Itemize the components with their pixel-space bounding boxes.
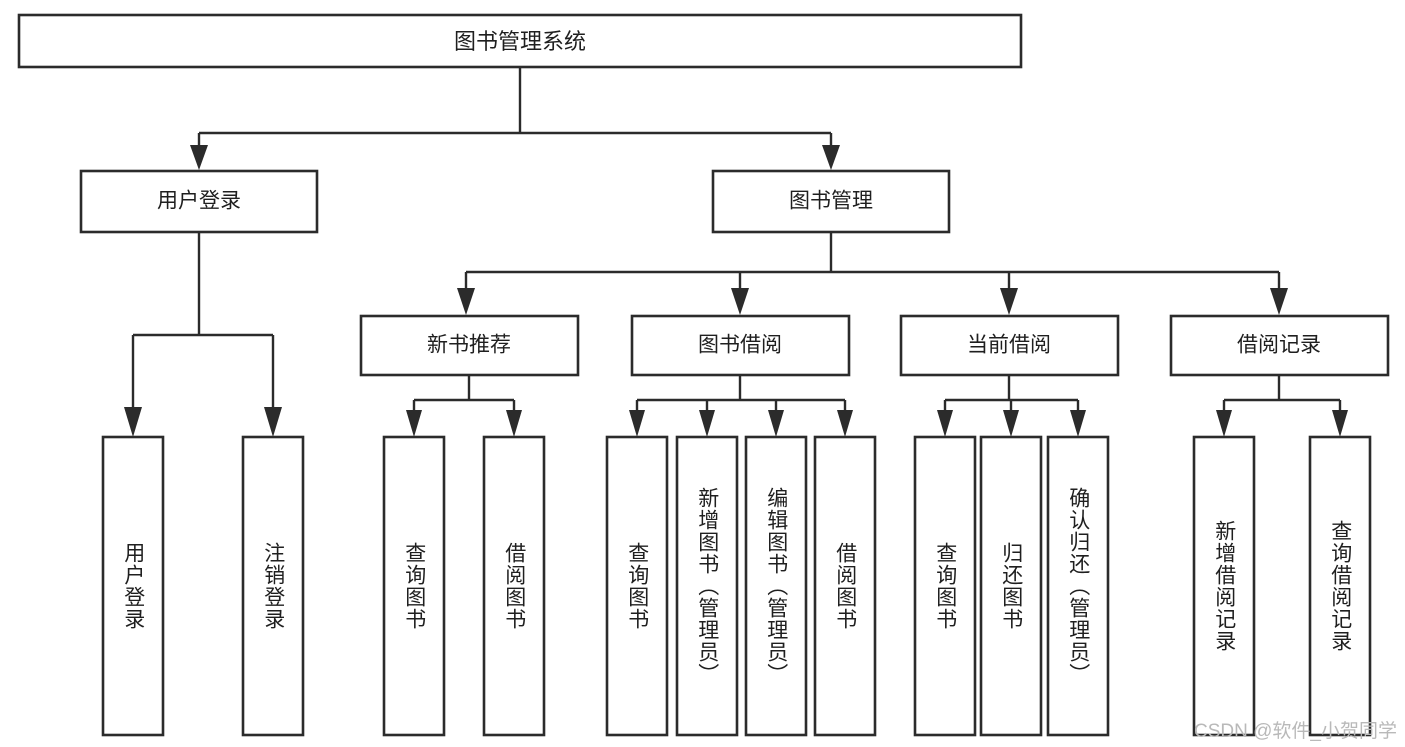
node-leaf-2-box[interactable]: [241, 435, 305, 737]
node-leaf-5-box[interactable]: [605, 435, 669, 737]
node-current-borrow-label: 当前借阅: [967, 334, 1051, 357]
connector-group-new-book-rec: [406, 375, 522, 437]
node-root[interactable]: 图书管理系统: [17, 13, 1023, 69]
node-leaf-11-box[interactable]: [1046, 435, 1110, 737]
arrow-bm-to-new-book-rec: [457, 288, 475, 315]
node-user-login-label: 用户登录: [157, 190, 241, 213]
node-leaf-10-box[interactable]: [979, 435, 1043, 737]
leaf-boxes: [101, 435, 1372, 737]
node-borrow-record[interactable]: 借阅记录: [1169, 314, 1390, 377]
node-user-login-box[interactable]: [79, 169, 319, 234]
connector-group-book-manage: [457, 232, 1288, 315]
node-book-borrow-box[interactable]: [630, 314, 851, 377]
node-leaf-4-box[interactable]: [482, 435, 546, 737]
arrow-bb-leaf-1: [629, 410, 645, 437]
node-root-box[interactable]: [17, 13, 1023, 69]
node-root-label: 图书管理系统: [454, 29, 586, 54]
node-leaf-8-box[interactable]: [813, 435, 877, 737]
node-book-manage-box[interactable]: [711, 169, 951, 234]
node-leaf-1-box[interactable]: [101, 435, 165, 737]
connector-group-book-borrow: [629, 375, 853, 437]
node-user-login[interactable]: 用户登录: [79, 169, 319, 234]
arrow-nbr-leaf-1: [406, 410, 422, 437]
node-book-borrow[interactable]: 图书借阅: [630, 314, 851, 377]
node-leaf-12-box[interactable]: [1192, 435, 1256, 737]
arrow-user-login-leaf-2: [264, 407, 282, 437]
connector-group-user-login: [124, 232, 282, 437]
arrow-br-leaf-2: [1332, 410, 1348, 437]
arrow-cb-leaf-2: [1003, 410, 1019, 437]
node-current-borrow[interactable]: 当前借阅: [899, 314, 1120, 377]
arrow-bm-to-current-borrow: [1000, 288, 1018, 315]
node-new-book-rec-box[interactable]: [359, 314, 580, 377]
arrow-root-to-book-manage: [822, 145, 840, 170]
node-leaf-3-box[interactable]: [382, 435, 446, 737]
arrow-bm-to-borrow-record: [1270, 288, 1288, 315]
node-book-manage[interactable]: 图书管理: [711, 169, 951, 234]
node-leaf-9-box[interactable]: [913, 435, 977, 737]
arrow-bb-leaf-2: [699, 410, 715, 437]
node-borrow-record-box[interactable]: [1169, 314, 1390, 377]
node-new-book-rec[interactable]: 新书推荐: [359, 314, 580, 377]
connector-group-root: [190, 68, 840, 170]
csdn-watermark: CSDN @软件_小贺同学: [1194, 721, 1397, 742]
arrow-user-login-leaf-1: [124, 407, 142, 437]
arrow-bb-leaf-4: [837, 410, 853, 437]
arrow-root-to-user-login: [190, 145, 208, 170]
connector-group-current-borrow: [937, 375, 1086, 437]
arrow-cb-leaf-1: [937, 410, 953, 437]
arrow-br-leaf-1: [1216, 410, 1232, 437]
arrow-nbr-leaf-2: [506, 410, 522, 437]
node-book-manage-label: 图书管理: [789, 190, 873, 213]
node-new-book-rec-label: 新书推荐: [427, 334, 511, 357]
node-leaf-7-box[interactable]: [744, 435, 808, 737]
arrow-cb-leaf-3: [1070, 410, 1086, 437]
node-current-borrow-box[interactable]: [899, 314, 1120, 377]
node-leaf-13-box[interactable]: [1308, 435, 1372, 737]
node-leaf-6-box[interactable]: [675, 435, 739, 737]
arrow-bm-to-book-borrow: [731, 288, 749, 315]
arrow-bb-leaf-3: [768, 410, 784, 437]
node-book-borrow-label: 图书借阅: [698, 334, 782, 357]
node-borrow-record-label: 借阅记录: [1237, 334, 1321, 357]
connector-group-borrow-record: [1216, 375, 1348, 437]
